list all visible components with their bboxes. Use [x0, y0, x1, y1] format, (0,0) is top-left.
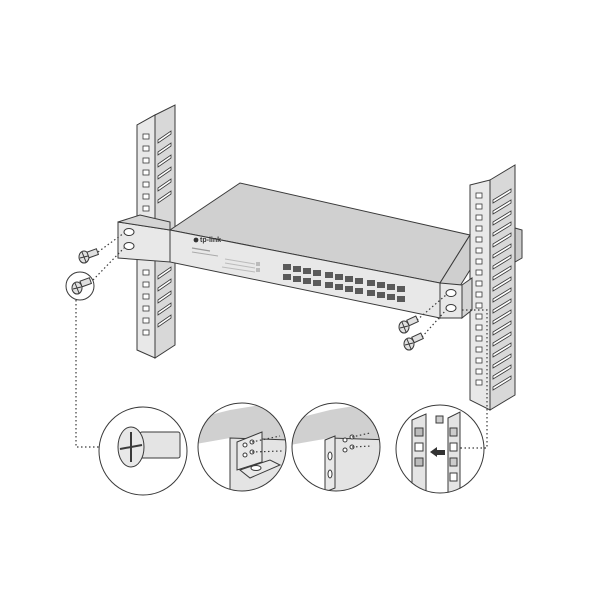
left-mounting-bracket	[117, 214, 171, 263]
switch-label	[221, 258, 260, 273]
tp-link-logo: tp-link	[193, 237, 221, 244]
inset-screw-closeup	[98, 406, 188, 496]
right-rail-square-holes	[475, 192, 483, 386]
arrow-icon	[430, 447, 445, 457]
inset-bracket-attached	[291, 402, 381, 492]
callout-line-screw	[75, 300, 100, 448]
screw-icon	[403, 332, 424, 351]
right-mounting-bracket	[439, 277, 473, 320]
screw-icon	[78, 248, 100, 264]
left-rail-slots	[157, 130, 172, 328]
network-switch: tp-link	[168, 182, 471, 320]
inset-cage-nut	[395, 404, 485, 494]
svg-text:tp-link: tp-link	[200, 237, 221, 244]
inset-bracket-attach	[197, 402, 287, 492]
callout-line-cage-nut	[460, 309, 488, 449]
right-rack-rail	[469, 164, 523, 411]
highlighted-screw-icon	[65, 271, 95, 301]
left-rail-square-holes	[142, 133, 150, 336]
ethernet-ports	[283, 264, 405, 302]
screw-icon	[398, 315, 419, 334]
right-rail-slots	[492, 188, 512, 391]
